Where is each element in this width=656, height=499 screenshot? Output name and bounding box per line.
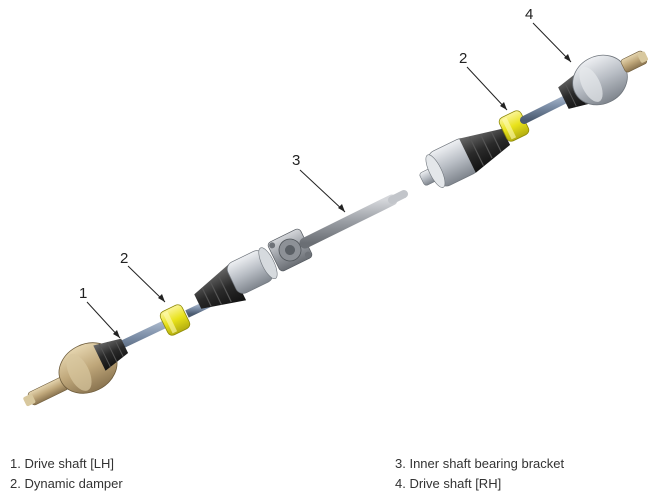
callout-4: 4 (525, 6, 572, 63)
callout-number: 3 (292, 152, 300, 169)
callout-3: 3 (292, 152, 346, 213)
drive-shaft-diagram: 1 2 3 2 4 (23, 6, 648, 407)
callout-2-rh: 2 (459, 50, 508, 111)
drive-shaft-rh (520, 50, 648, 124)
legend-right: 3. Inner shaft bearing bracket 4. Drive … (395, 454, 564, 494)
callout-number: 2 (459, 50, 467, 67)
legend-item-drive-shaft-lh: 1. Drive shaft [LH] (10, 456, 115, 471)
legend-item-drive-shaft-rh: 4. Drive shaft [RH] (395, 476, 502, 491)
callout-number: 1 (79, 285, 87, 302)
inner-joint-rh (419, 128, 511, 188)
dynamic-damper-lh (159, 304, 191, 336)
callout-2-lh: 2 (120, 250, 166, 303)
callout-number: 4 (525, 6, 533, 23)
callout-number: 2 (120, 250, 128, 267)
inner-joint-lh (185, 247, 278, 318)
legend-item-inner-shaft-bearing-bracket: 3. Inner shaft bearing bracket (395, 456, 565, 471)
inner-shaft (299, 190, 408, 249)
drive-shaft-lh (23, 313, 184, 407)
callout-1: 1 (79, 285, 121, 339)
legend-left: 1. Drive shaft [LH] 2. Dynamic damper (10, 454, 123, 494)
legend-item-dynamic-damper: 2. Dynamic damper (10, 476, 123, 491)
